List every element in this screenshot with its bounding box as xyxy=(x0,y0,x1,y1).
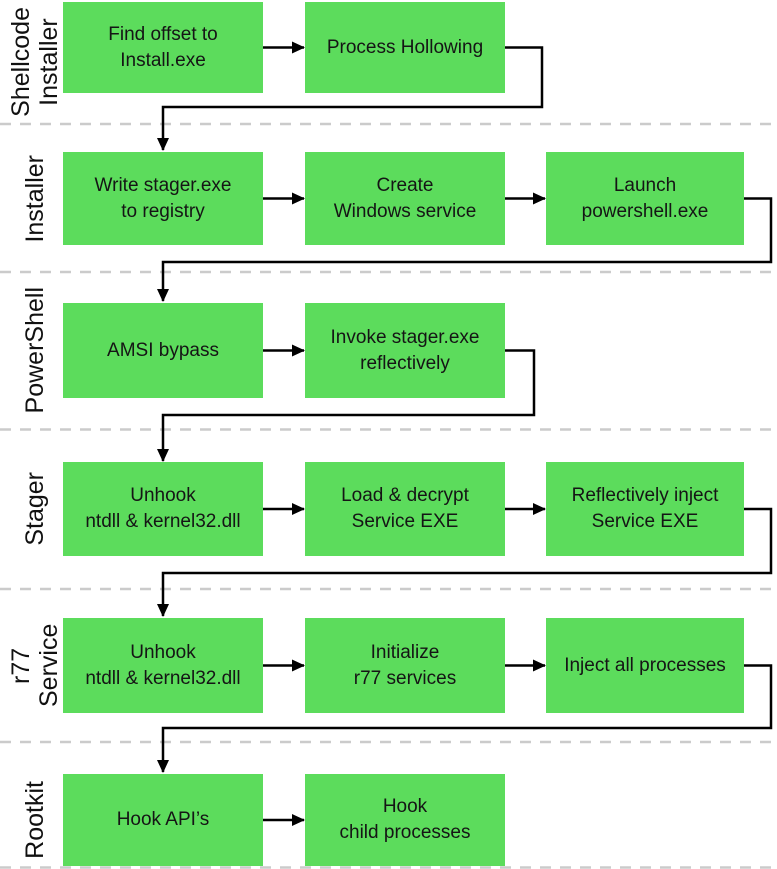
box-reflectively-inject-service-exe: Reflectively inject Service EXE xyxy=(546,462,744,556)
lane-label-text: PowerShell xyxy=(21,287,49,414)
lane-label-rootkit: Rootkit xyxy=(4,774,66,866)
box-load-decrypt-service-exe: Load & decrypt Service EXE xyxy=(305,462,505,556)
box-hook-child-processes: Hook child processes xyxy=(305,774,505,866)
box-create-windows-service: Create Windows service xyxy=(305,152,505,245)
lane-label-shellcode-installer: Shellcode Installer xyxy=(4,0,66,124)
box-initialize-r77-services: Initialize r77 services xyxy=(305,618,505,713)
box-launch-powershell: Launch powershell.exe xyxy=(546,152,744,245)
lane-label-installer: Installer xyxy=(4,152,66,245)
box-unhook-ntdll-kernel32-stager: Unhook ntdll & kernel32.dll xyxy=(63,462,263,556)
lane-label-text: Rootkit xyxy=(21,781,49,859)
box-hook-apis: Hook API’s xyxy=(63,774,263,866)
lane-label-stager: Stager xyxy=(4,462,66,556)
lane-label-text: Installer xyxy=(21,154,49,243)
box-inject-all-processes: Inject all processes xyxy=(546,618,744,713)
box-unhook-ntdll-kernel32-r77: Unhook ntdll & kernel32.dll xyxy=(63,618,263,713)
box-find-offset-to-install-exe: Find offset to Install.exe xyxy=(63,2,263,93)
box-process-hollowing: Process Hollowing xyxy=(305,2,505,93)
lane-label-text: Stager xyxy=(21,472,49,546)
lane-label-text: r77 Service xyxy=(7,623,63,708)
box-amsi-bypass: AMSI bypass xyxy=(63,303,263,398)
box-write-stager-to-registry: Write stager.exe to registry xyxy=(63,152,263,245)
lane-label-powershell: PowerShell xyxy=(4,287,66,413)
lane-label-r77-service: r77 Service xyxy=(4,618,66,713)
box-invoke-stager-reflectively: Invoke stager.exe reflectively xyxy=(305,303,505,398)
lane-label-text: Shellcode Installer xyxy=(7,7,63,117)
